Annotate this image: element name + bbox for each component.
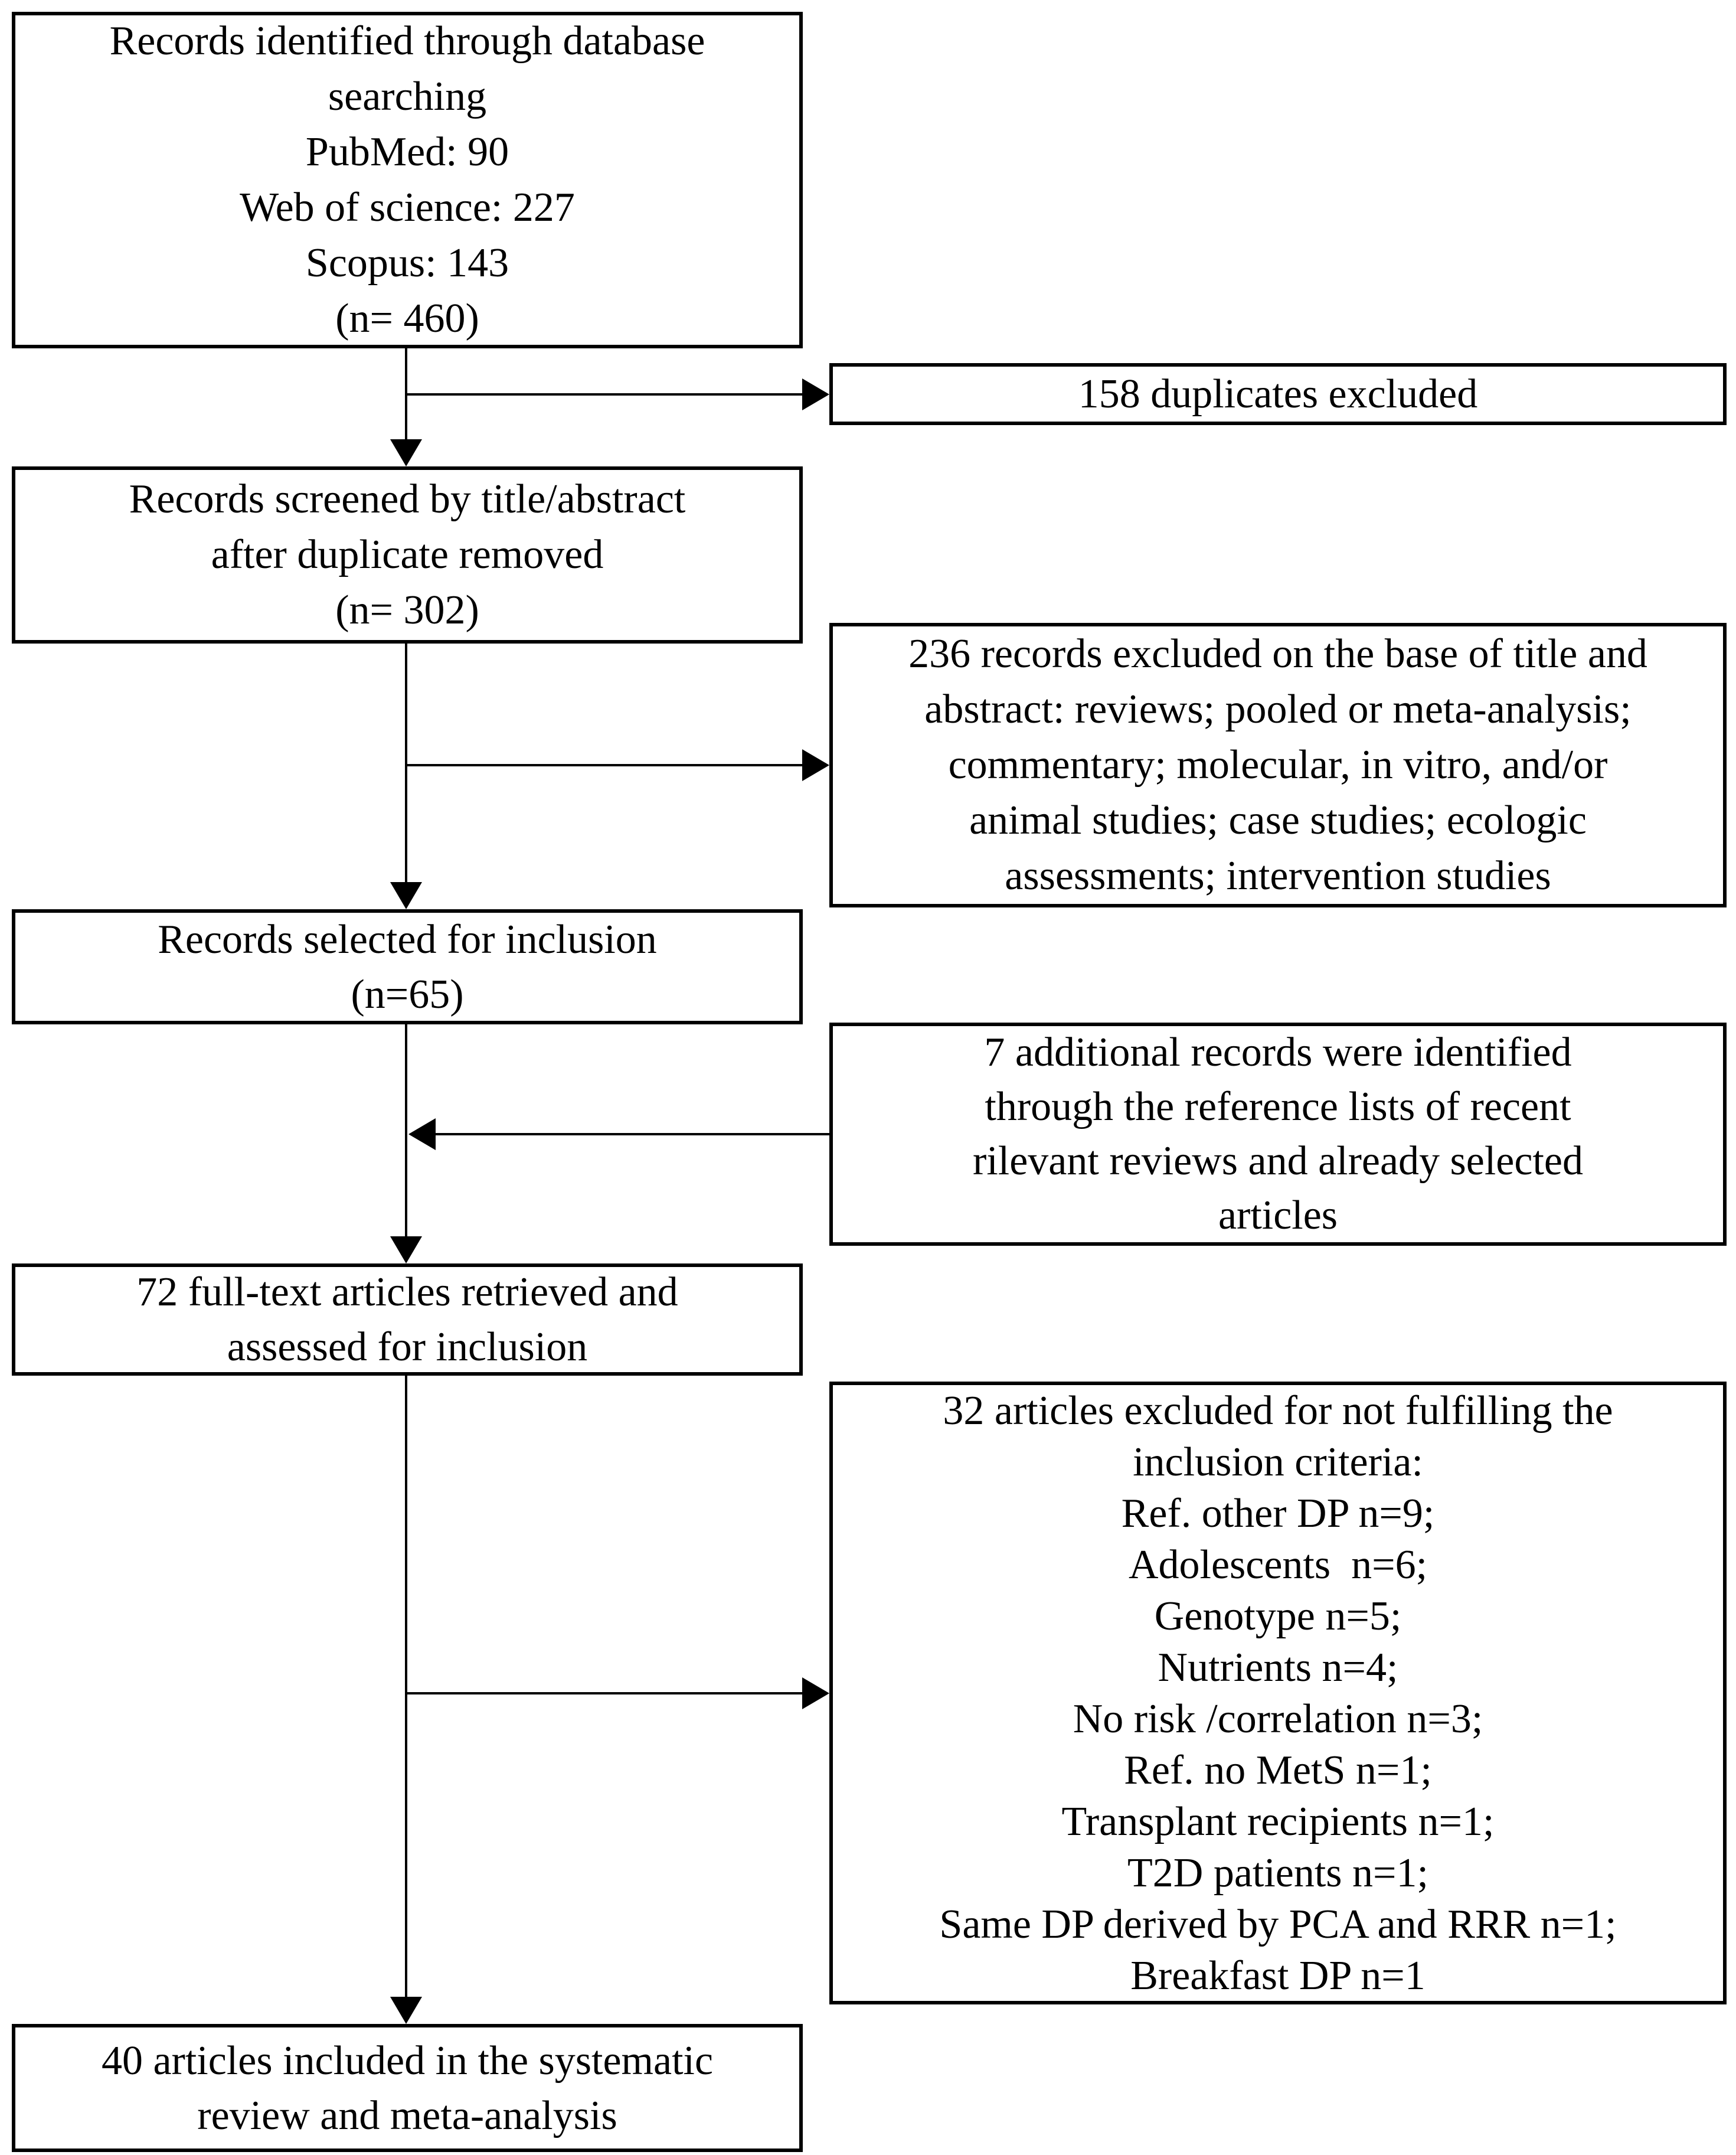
box-additional-records: 7 additional records were identified thr…: [829, 1023, 1727, 1246]
box-text-line: commentary; molecular, in vitro, and/or: [948, 742, 1608, 788]
box-text-line: Same DP derived by PCA and RRR n=1;: [939, 1901, 1617, 1947]
connector-to-excluded-title-abstract: [406, 764, 802, 766]
box-text-line: 32 articles excluded for not fulfilling …: [943, 1387, 1613, 1434]
box-text-line: (n= 460): [335, 296, 479, 341]
arrow-down-icon: [390, 1236, 422, 1263]
box-text-line: 158 duplicates excluded: [1078, 371, 1478, 417]
arrow-down-icon: [390, 1997, 422, 2024]
connector-to-duplicates-excluded: [406, 393, 802, 396]
box-records-screened: Records screened by title/abstract after…: [12, 466, 803, 644]
arrow-right-icon: [802, 378, 829, 410]
box-text-line: after duplicate removed: [211, 532, 604, 577]
connector-selected-to-fulltext: [405, 1024, 407, 1238]
box-text-line: animal studies; case studies; ecologic: [969, 798, 1587, 843]
arrow-down-icon: [390, 882, 422, 909]
box-text-line: rilevant reviews and already selected: [973, 1138, 1583, 1184]
box-text-line: abstract: reviews; pooled or meta-analys…: [924, 687, 1632, 732]
box-text-line: Web of science: 227: [240, 185, 575, 230]
arrow-right-icon: [802, 749, 829, 781]
box-text-line: Ref. no MetS n=1;: [1124, 1747, 1432, 1793]
box-text-line: Genotype n=5;: [1154, 1593, 1402, 1639]
box-records-identified: Records identified through database sear…: [12, 12, 803, 348]
box-fulltext-assessed: 72 full-text articles retrieved and asse…: [12, 1263, 803, 1376]
connector-from-additional-records: [436, 1133, 829, 1135]
box-text-line: Scopus: 143: [305, 240, 509, 286]
box-text-line: 7 additional records were identified: [984, 1030, 1572, 1075]
box-text-line: Ref. other DP n=9;: [1121, 1490, 1435, 1536]
box-text-line: Records identified through database: [109, 18, 705, 64]
box-text-line: Records screened by title/abstract: [129, 476, 686, 522]
box-excluded-fulltext: 32 articles excluded for not fulfilling …: [829, 1382, 1727, 2004]
box-text-line: through the reference lists of recent: [985, 1084, 1571, 1129]
box-text-line: (n= 302): [335, 587, 479, 633]
box-text-line: articles: [1218, 1193, 1338, 1238]
arrow-left-icon: [408, 1118, 436, 1150]
arrow-right-icon: [802, 1677, 829, 1709]
box-text-line: assessed for inclusion: [227, 1324, 588, 1370]
box-text-line: 236 records excluded on the base of titl…: [908, 631, 1647, 677]
box-articles-included: 40 articles included in the systematic r…: [12, 2024, 803, 2152]
box-text-line: PubMed: 90: [305, 129, 509, 175]
box-text-line: Breakfast DP n=1: [1130, 1952, 1426, 1999]
box-text-line: inclusion criteria:: [1133, 1439, 1423, 1485]
box-excluded-title-abstract: 236 records excluded on the base of titl…: [829, 623, 1727, 907]
connector-to-excluded-fulltext: [406, 1692, 802, 1694]
box-text-line: assessments; intervention studies: [1005, 853, 1551, 899]
box-text-line: searching: [328, 74, 487, 119]
arrow-down-icon: [390, 439, 422, 466]
box-text-line: Transplant recipients n=1;: [1061, 1798, 1495, 1844]
box-text-line: 40 articles included in the systematic: [101, 2038, 714, 2084]
box-text-line: Nutrients n=4;: [1158, 1644, 1398, 1690]
box-duplicates-excluded: 158 duplicates excluded: [829, 363, 1727, 425]
box-text-line: review and meta-analysis: [197, 2092, 617, 2138]
box-text-line: No risk /correlation n=3;: [1073, 1696, 1483, 1742]
box-text-line: 72 full-text articles retrieved and: [136, 1269, 678, 1315]
box-text-line: Records selected for inclusion: [158, 916, 657, 962]
box-text-line: (n=65): [351, 971, 464, 1017]
box-text-line: T2D patients n=1;: [1127, 1850, 1428, 1896]
box-records-selected: Records selected for inclusion (n=65): [12, 909, 803, 1024]
box-text-line: Adolescents n=6;: [1128, 1542, 1428, 1588]
connector-fulltext-to-included: [405, 1376, 407, 1998]
connector-screened-to-selected: [405, 644, 407, 883]
